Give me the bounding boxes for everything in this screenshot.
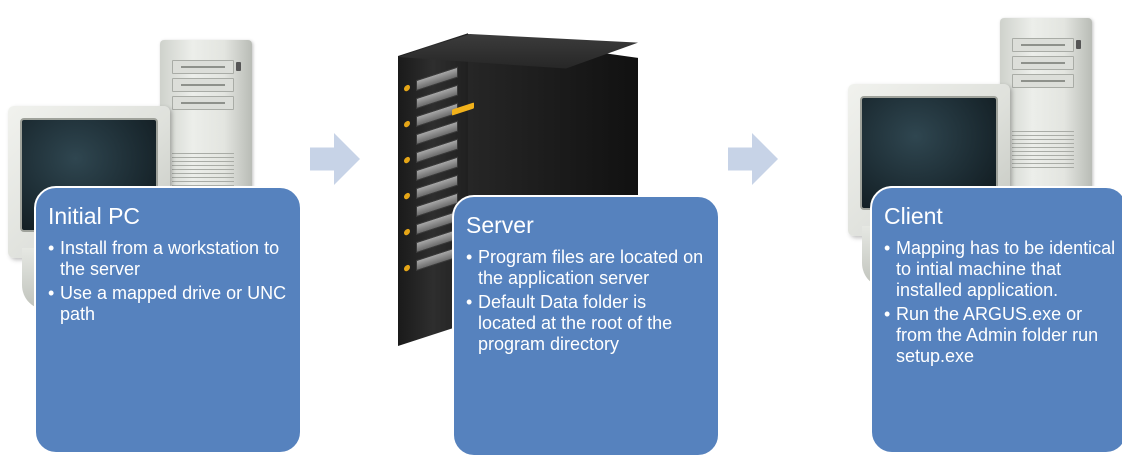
stage-bullet: Install from a workstation to the server (48, 238, 290, 280)
flow-arrow-1 (310, 133, 360, 185)
stage-title: Server (466, 212, 534, 238)
server-rack-icon (398, 33, 638, 354)
stage-bullets: Program files are located on the applica… (466, 247, 708, 355)
stage-bullet: Use a mapped drive or UNC path (48, 283, 290, 325)
stage-box-server: Server Program files are located on the … (452, 195, 720, 457)
flow-arrow-2 (728, 133, 778, 185)
stage-bullets: Mapping has to be identical to intial ma… (884, 238, 1116, 367)
stage-bullet: Program files are located on the applica… (466, 247, 708, 289)
stage-bullet: Run the ARGUS.exe or from the Admin fold… (884, 304, 1116, 367)
pc-tower (1000, 18, 1092, 218)
stage-bullet: Mapping has to be identical to intial ma… (884, 238, 1116, 301)
stage-bullets: Install from a workstation to the server… (48, 238, 290, 325)
stage-title: Client (884, 203, 943, 229)
stage-title: Initial PC (48, 203, 141, 229)
stage-bullet: Default Data folder is located at the ro… (466, 292, 708, 355)
stage-box-initial-pc: Initial PC Install from a workstation to… (34, 186, 302, 454)
stage-box-client: Client Mapping has to be identical to in… (870, 186, 1122, 454)
